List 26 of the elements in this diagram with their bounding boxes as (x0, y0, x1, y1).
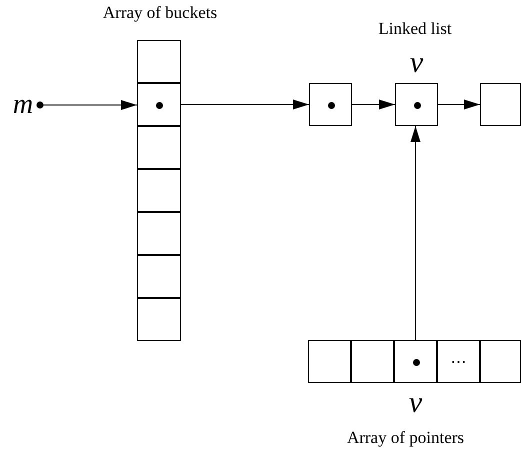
array-cell (137, 40, 181, 83)
array-cell (137, 298, 181, 341)
array-cell (351, 340, 394, 383)
list-node-box (395, 83, 438, 126)
arrow (352, 100, 396, 110)
array-cell: ⋯ (437, 340, 480, 383)
pointer-label: v (408, 388, 424, 418)
list-heading: Linked list (377, 20, 453, 37)
list-node-box (309, 83, 352, 126)
array-cell (137, 212, 181, 255)
variable-label: m (6, 88, 40, 122)
array-heading: Array of pointers (346, 429, 466, 446)
arrow (410, 126, 420, 340)
array-heading: Array of buckets (102, 4, 218, 21)
array-cell (308, 340, 351, 383)
array-cell (137, 169, 181, 212)
arrow (36, 100, 138, 110)
pointer-label: v (408, 48, 424, 78)
array-cell (137, 83, 181, 126)
arrow (438, 100, 480, 110)
array-cell (394, 340, 437, 383)
array-cell (480, 340, 521, 383)
array-cell (137, 126, 181, 169)
array-cell (137, 255, 181, 298)
arrow (180, 100, 310, 110)
list-node-box (480, 83, 521, 126)
